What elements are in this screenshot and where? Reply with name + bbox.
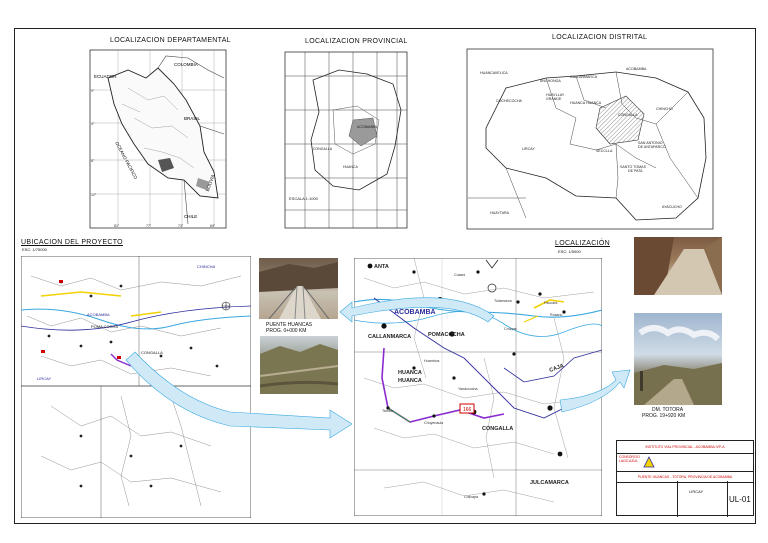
photo-bridge — [259, 258, 338, 319]
svg-text:Chuyenaula: Chuyenaula — [424, 421, 443, 425]
svg-text:JULCAMARCA: JULCAMARCA — [530, 480, 569, 486]
svg-text:77°: 77° — [146, 224, 152, 228]
svg-text:CHINCHO: CHINCHO — [656, 107, 673, 111]
title-block-institution: INSTITUTO VIAL PROVINCIAL - ACOBAMBA IVP… — [617, 441, 753, 454]
svg-text:Tuilamarca: Tuilamarca — [494, 299, 512, 303]
svg-text:Colicapa: Colicapa — [464, 495, 478, 499]
svg-text:Cruzpat: Cruzpat — [504, 327, 517, 331]
svg-text:Huambos: Huambos — [424, 359, 440, 363]
svg-text:CALLANMARCA: CALLANMARCA — [570, 75, 598, 79]
title-block-org: CONSORCIO LAGO AZUL — [619, 455, 640, 463]
ubic-map: CHINCHA ACOBAMBA POMA COCHA CONGALLA LIR… — [21, 256, 251, 518]
svg-text:HUANCA HUANCA: HUANCA HUANCA — [570, 101, 602, 105]
svg-text:POMA COCHA: POMA COCHA — [91, 324, 118, 329]
title-block-project: PUENTE HUANCAS - TOTORA, PROVINCIA DE AC… — [617, 471, 753, 483]
ubic-scale: ESC: 1/75000 — [22, 247, 47, 252]
svg-text:Paucara: Paucara — [544, 301, 557, 305]
svg-text:ACOBAMBA: ACOBAMBA — [357, 125, 378, 129]
svg-text:SAN ANTONIO: SAN ANTONIO — [638, 141, 663, 145]
dept-map: ECUADOR COLOMBIA BRASIL BOLIVIA CHILE OC… — [89, 49, 227, 229]
svg-text:COCHECOCHA: COCHECOCHA — [496, 99, 523, 103]
svg-text:69°: 69° — [210, 224, 216, 228]
svg-text:ACOBAMBA: ACOBAMBA — [626, 67, 647, 71]
title-block: INSTITUTO VIAL PROVINCIAL - ACOBAMBA IVP… — [616, 440, 754, 517]
svg-text:0°: 0° — [91, 89, 95, 93]
dist-map: HUANCAVELICA ANCHONGA CALLANMARCA ACOBAM… — [466, 48, 714, 230]
dept-map-title: LOCALIZACION DEPARTAMENTAL — [110, 37, 231, 44]
svg-text:ANTA: ANTA — [374, 264, 389, 270]
svg-text:HUANCA: HUANCA — [398, 370, 422, 376]
svg-text:HUANCA: HUANCA — [398, 378, 422, 384]
loc-km-marker: 166 — [463, 407, 472, 413]
svg-text:LIRCAY: LIRCAY — [522, 147, 535, 151]
drawing-sheet — [14, 28, 756, 524]
loc-title: LOCALIZACIÓN — [555, 240, 610, 247]
svg-text:CONGALLA: CONGALLA — [313, 147, 333, 151]
loc-scale: ESC: 1/5000 — [558, 249, 581, 254]
dist-map-title: LOCALIZACION DISTRITAL — [552, 34, 648, 41]
svg-text:ANCHONGA: ANCHONGA — [540, 79, 561, 83]
photo-bridge-caption: PUENTE HUANCAS — [266, 322, 313, 328]
svg-text:CONGALLA: CONGALLA — [482, 426, 513, 432]
svg-text:4°: 4° — [91, 122, 95, 126]
svg-text:BRASIL: BRASIL — [184, 116, 201, 121]
svg-text:CHILE: CHILE — [184, 214, 197, 219]
svg-text:CAJA: CAJA — [549, 363, 565, 374]
loc-map: 166 ACOBAMBA ANTA CALLANMARCA POMACOCHA … — [354, 258, 602, 516]
svg-text:GRANDE: GRANDE — [546, 97, 562, 101]
svg-text:ACOBAMBA: ACOBAMBA — [87, 312, 110, 317]
title-block-sheet: UL-01 — [729, 495, 751, 504]
svg-text:AYACUCHO: AYACUCHO — [662, 205, 682, 209]
svg-text:COLOMBIA: COLOMBIA — [174, 62, 198, 67]
svg-text:DE ANTAPARCO: DE ANTAPARCO — [638, 145, 666, 149]
svg-text:ESCALA 1:1000: ESCALA 1:1000 — [289, 196, 319, 201]
svg-text:BOLIVIA: BOLIVIA — [205, 174, 216, 192]
svg-text:CALLANMARCA: CALLANMARCA — [368, 334, 411, 340]
svg-text:ACOBAMBA: ACOBAMBA — [394, 309, 436, 316]
svg-text:CONGALLA: CONGALLA — [618, 113, 638, 117]
svg-text:LIRCAY: LIRCAY — [37, 376, 51, 381]
svg-text:12°: 12° — [91, 193, 97, 197]
svg-text:Tambo: Tambo — [382, 409, 393, 413]
photo-rural-road — [634, 237, 722, 295]
photo-bridge-progress: PROG. 0+000 KM — [266, 328, 307, 334]
photo-mountain-road — [260, 336, 338, 394]
prov-map-title: LOCALIZACION PROVINCIAL — [305, 38, 408, 45]
svg-text:73°: 73° — [178, 224, 184, 228]
svg-text:Rosario: Rosario — [550, 313, 562, 317]
svg-text:Cusani: Cusani — [454, 273, 465, 277]
svg-text:CONGALLA: CONGALLA — [141, 350, 163, 355]
svg-text:8°: 8° — [91, 159, 95, 163]
svg-text:HUANCA: HUANCA — [343, 165, 358, 169]
svg-text:DE PATA: DE PATA — [628, 169, 643, 173]
title-block-province: LIRCAY — [689, 489, 704, 494]
svg-text:HUAYLLAY: HUAYLLAY — [546, 93, 565, 97]
ubic-title: UBICACION DEL PROYECTO — [21, 239, 123, 246]
svg-text:81°: 81° — [114, 224, 120, 228]
prov-map: ACOBAMBA CONGALLA HUANCA ESCALA 1:1000 — [284, 51, 408, 229]
triangle-logo-icon — [643, 456, 655, 468]
photo-totora-progress: PROG. 19+920 KM — [642, 413, 686, 419]
svg-text:SANTO TOMAS: SANTO TOMAS — [620, 165, 647, 169]
svg-text:ECUADOR: ECUADOR — [94, 74, 117, 79]
svg-text:HUAYTARA: HUAYTARA — [490, 211, 510, 215]
svg-text:SECCLLA: SECCLLA — [596, 149, 613, 153]
photo-totora — [634, 313, 722, 405]
svg-text:POMACOCHA: POMACOCHA — [428, 332, 465, 338]
svg-text:CHINCHA: CHINCHA — [197, 264, 216, 269]
svg-text:Yanaccocha: Yanaccocha — [458, 387, 478, 391]
photo-totora-caption: DM. TOTORA — [652, 407, 684, 413]
svg-text:HUANCAVELICA: HUANCAVELICA — [480, 71, 508, 75]
